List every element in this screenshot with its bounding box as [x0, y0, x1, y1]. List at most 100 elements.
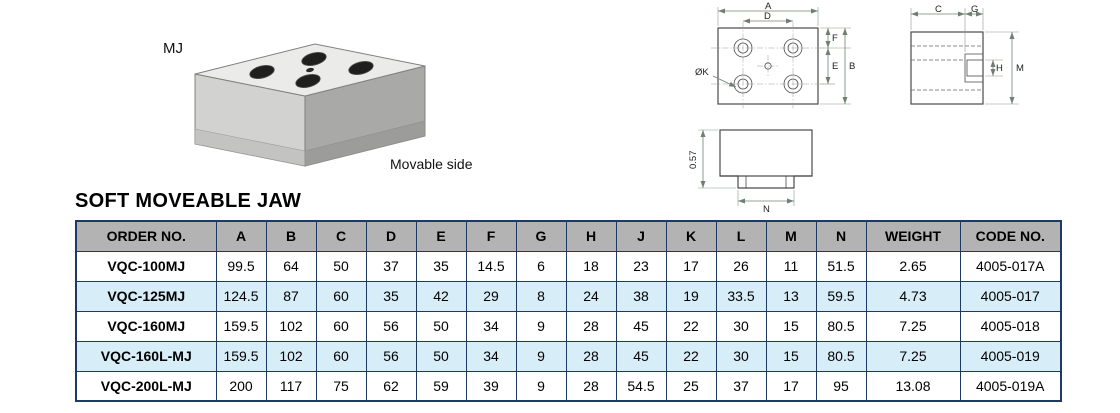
dim-value-cell: 95 — [815, 370, 867, 402]
column-header-code-no: CODE NO. — [959, 220, 1062, 252]
dim-value-cell: 75 — [315, 370, 367, 402]
dim-value-cell: 29 — [465, 280, 517, 312]
dim-label-f: F — [832, 33, 838, 44]
dim-value-cell: 13 — [765, 280, 817, 312]
dim-value-cell: 45 — [615, 340, 667, 372]
dim-value-cell: 159.5 — [215, 310, 267, 342]
dim-value-cell: 28 — [565, 340, 617, 372]
dim-value-cell: 24 — [565, 280, 617, 312]
top-view-dimension-lines — [712, 7, 851, 105]
dim-value-cell: 35 — [415, 250, 467, 282]
dim-value-cell: 18 — [565, 250, 617, 282]
dim-value-cell: 102 — [265, 340, 317, 372]
code-no-cell: 4005-018 — [959, 310, 1062, 342]
dim-value-cell: 9 — [515, 310, 567, 342]
dim-value-cell: 22 — [665, 340, 717, 372]
dim-value-cell: 60 — [315, 340, 367, 372]
dim-value-cell: 56 — [365, 340, 417, 372]
dim-value-cell: 102 — [265, 310, 317, 342]
dim-value-cell: 9 — [515, 340, 567, 372]
column-header-f: F — [465, 220, 517, 252]
column-header-weight: WEIGHT — [865, 220, 961, 252]
column-header-m: M — [765, 220, 817, 252]
dim-value-cell: 37 — [715, 370, 767, 402]
section-title: SOFT MOVEABLE JAW — [75, 190, 302, 212]
dim-value-cell: 34 — [465, 340, 517, 372]
code-no-cell: 4005-019 — [959, 340, 1062, 372]
dim-label-h: H — [996, 63, 1003, 74]
iso-mounting-holes — [249, 52, 374, 88]
dim-label-height: 0.57 — [688, 151, 699, 170]
dim-value-cell: 99.5 — [215, 250, 267, 282]
order-no-cell: VQC-160L-MJ — [75, 340, 217, 372]
weight-cell: 13.08 — [865, 370, 961, 402]
order-no-cell: VQC-160MJ — [75, 310, 217, 342]
dim-value-cell: 60 — [315, 310, 367, 342]
side-view-part-outline — [910, 31, 984, 105]
dim-value-cell: 159.5 — [215, 340, 267, 372]
order-no-cell: VQC-125MJ — [75, 280, 217, 312]
column-header-b: B — [265, 220, 317, 252]
dim-value-cell: 59.5 — [815, 280, 867, 312]
weight-cell: 7.25 — [865, 340, 961, 372]
dim-value-cell: 15 — [765, 340, 817, 372]
dim-label-k: ØK — [695, 67, 709, 78]
side-view-hidden-lines — [911, 45, 983, 91]
dim-value-cell: 38 — [615, 280, 667, 312]
product-type-label: MJ — [163, 40, 183, 57]
dim-label-c: C — [935, 4, 942, 15]
column-header-n: N — [815, 220, 867, 252]
column-header-j: J — [615, 220, 667, 252]
dim-value-cell: 45 — [615, 310, 667, 342]
dim-value-cell: 33.5 — [715, 280, 767, 312]
dim-label-b: B — [849, 61, 855, 72]
dim-value-cell: 64 — [265, 250, 317, 282]
dim-value-cell: 35 — [365, 280, 417, 312]
dim-value-cell: 37 — [365, 250, 417, 282]
dim-label-d: D — [764, 11, 771, 22]
column-header-k: K — [665, 220, 717, 252]
order-no-cell: VQC-200L-MJ — [75, 370, 217, 402]
dim-value-cell: 25 — [665, 370, 717, 402]
dim-value-cell: 11 — [765, 250, 817, 282]
dim-value-cell: 50 — [315, 250, 367, 282]
dim-value-cell: 80.5 — [815, 310, 867, 342]
side-view-drawing: C G H M — [910, 4, 1024, 105]
movable-side-caption: Movable side — [390, 156, 473, 172]
order-no-cell: VQC-100MJ — [75, 250, 217, 282]
dim-value-cell: 14.5 — [465, 250, 517, 282]
isometric-jaw-drawing — [194, 43, 426, 167]
top-view-drawing: A D F E B ØK — [695, 2, 855, 110]
dim-value-cell: 117 — [265, 370, 317, 402]
column-header-d: D — [365, 220, 417, 252]
front-view-part-outline — [719, 129, 813, 189]
front-view-dimension-lines — [698, 129, 795, 206]
dim-label-m: M — [1016, 63, 1024, 74]
dim-label-a: A — [765, 2, 772, 12]
dim-label-e: E — [832, 61, 838, 72]
weight-cell: 2.65 — [865, 250, 961, 282]
dim-label-n: N — [763, 204, 770, 214]
dim-value-cell: 59 — [415, 370, 467, 402]
dim-value-cell: 39 — [465, 370, 517, 402]
dim-value-cell: 42 — [415, 280, 467, 312]
dim-value-cell: 60 — [315, 280, 367, 312]
column-header-c: C — [315, 220, 367, 252]
dim-value-cell: 50 — [415, 310, 467, 342]
column-header-order-no: ORDER NO. — [75, 220, 217, 252]
dim-value-cell: 15 — [765, 310, 817, 342]
dim-value-cell: 28 — [565, 370, 617, 402]
top-view-part-outline — [717, 27, 819, 105]
dim-value-cell: 8 — [515, 280, 567, 312]
dim-value-cell: 9 — [515, 370, 567, 402]
dim-value-cell: 6 — [515, 250, 567, 282]
